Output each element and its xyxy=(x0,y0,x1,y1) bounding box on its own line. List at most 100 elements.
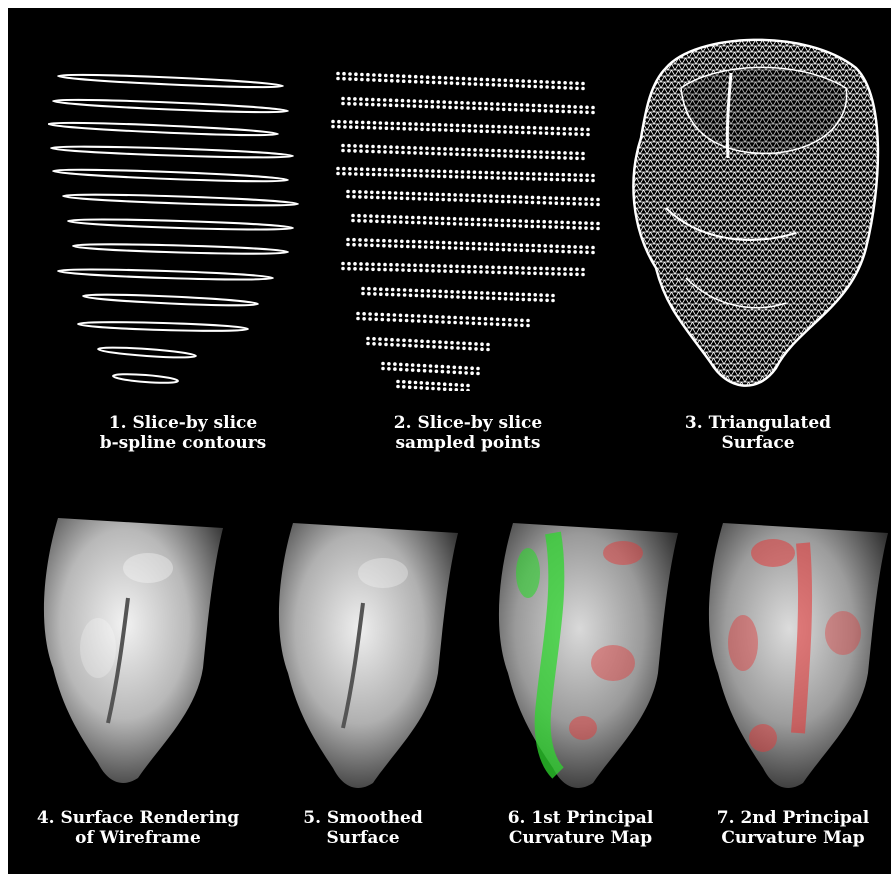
sample-point xyxy=(538,104,542,108)
sample-point xyxy=(520,243,524,247)
sample-point xyxy=(515,266,519,270)
sample-point xyxy=(539,155,543,159)
sample-point xyxy=(393,318,397,322)
sample-point xyxy=(417,364,421,368)
sample-point xyxy=(371,263,375,267)
sample-point xyxy=(460,388,464,391)
sample-point xyxy=(522,293,526,297)
sample-point xyxy=(507,224,511,228)
sample-point xyxy=(414,381,418,385)
sample-point xyxy=(464,366,468,370)
sample-point xyxy=(566,202,570,206)
sample-point xyxy=(399,363,403,367)
sample-point xyxy=(412,245,416,249)
sample-point xyxy=(573,173,577,177)
sample-point xyxy=(585,111,589,115)
sample-point xyxy=(585,174,589,178)
sample-point xyxy=(438,290,442,294)
sample-point xyxy=(459,193,463,197)
sample-point xyxy=(466,242,470,246)
sample-point xyxy=(456,346,460,350)
sample-point xyxy=(495,200,499,204)
sample-point xyxy=(337,125,341,129)
sample-point xyxy=(366,78,370,82)
sample-point xyxy=(441,193,445,197)
sample-point xyxy=(474,77,478,81)
sample-point xyxy=(574,127,578,131)
sample-point xyxy=(364,190,368,194)
sample-point xyxy=(387,215,391,219)
sample-point xyxy=(550,104,554,108)
sample-point xyxy=(590,227,594,231)
sample-point xyxy=(575,157,579,161)
sample-point xyxy=(551,156,555,160)
sample-point xyxy=(415,289,419,293)
sample-point xyxy=(531,220,535,224)
panel-surface-rendering xyxy=(38,508,228,788)
sample-point xyxy=(526,177,530,181)
sample-point xyxy=(347,149,351,153)
contour-line xyxy=(58,268,273,282)
sample-point xyxy=(384,74,388,78)
sample-point xyxy=(545,126,549,130)
caption-6-line-1: 6. 1st Principal xyxy=(483,808,678,828)
sample-point xyxy=(449,264,453,268)
sample-point xyxy=(473,175,477,179)
sample-point xyxy=(555,250,559,254)
sample-point xyxy=(527,85,531,89)
sample-point xyxy=(399,314,403,318)
sample-point xyxy=(418,197,422,201)
sample-point xyxy=(490,102,494,106)
sample-point xyxy=(478,317,482,321)
sample-point xyxy=(375,220,379,224)
sample-point xyxy=(533,131,537,135)
sample-point xyxy=(581,268,585,272)
sample-point xyxy=(454,106,458,110)
sample-point xyxy=(544,104,548,108)
sample-point xyxy=(390,338,394,342)
sample-point xyxy=(478,242,482,246)
contour-line xyxy=(113,373,178,385)
sample-point xyxy=(549,244,553,248)
sample-point xyxy=(563,81,567,85)
sample-point xyxy=(596,198,600,202)
sample-point xyxy=(431,105,435,109)
sample-point xyxy=(485,270,489,274)
sample-point xyxy=(480,342,484,346)
sample-point xyxy=(538,177,542,181)
sample-point xyxy=(480,83,484,87)
sample-point xyxy=(447,316,451,320)
sample-point xyxy=(423,320,427,324)
sample-point xyxy=(367,126,371,130)
sample-point xyxy=(387,220,391,224)
sample-point xyxy=(374,318,378,322)
sample-point xyxy=(520,319,524,323)
sample-point xyxy=(390,79,394,83)
sample-point xyxy=(383,145,387,149)
sample-point xyxy=(503,271,507,275)
sample-point xyxy=(372,173,376,177)
sample-point xyxy=(413,104,417,108)
sample-point xyxy=(412,197,416,201)
sample-point xyxy=(461,153,465,157)
sample-point xyxy=(417,216,421,220)
sample-point xyxy=(396,385,400,389)
sample-point xyxy=(584,221,588,225)
contour-line xyxy=(53,168,288,184)
sample-point xyxy=(563,272,567,276)
sample-point xyxy=(419,105,423,109)
sample-point xyxy=(527,271,531,275)
sample-point xyxy=(459,198,463,202)
sample-point xyxy=(490,176,494,180)
sample-point xyxy=(352,195,356,199)
sample-point xyxy=(342,172,346,176)
sample-point xyxy=(429,315,433,319)
sample-point xyxy=(360,78,364,82)
sample-point xyxy=(413,269,417,273)
sample-point xyxy=(490,322,494,326)
sample-point xyxy=(359,102,363,106)
sample-point xyxy=(526,249,530,253)
sample-point xyxy=(548,220,552,224)
sample-point xyxy=(425,105,429,109)
sample-point xyxy=(381,313,385,317)
